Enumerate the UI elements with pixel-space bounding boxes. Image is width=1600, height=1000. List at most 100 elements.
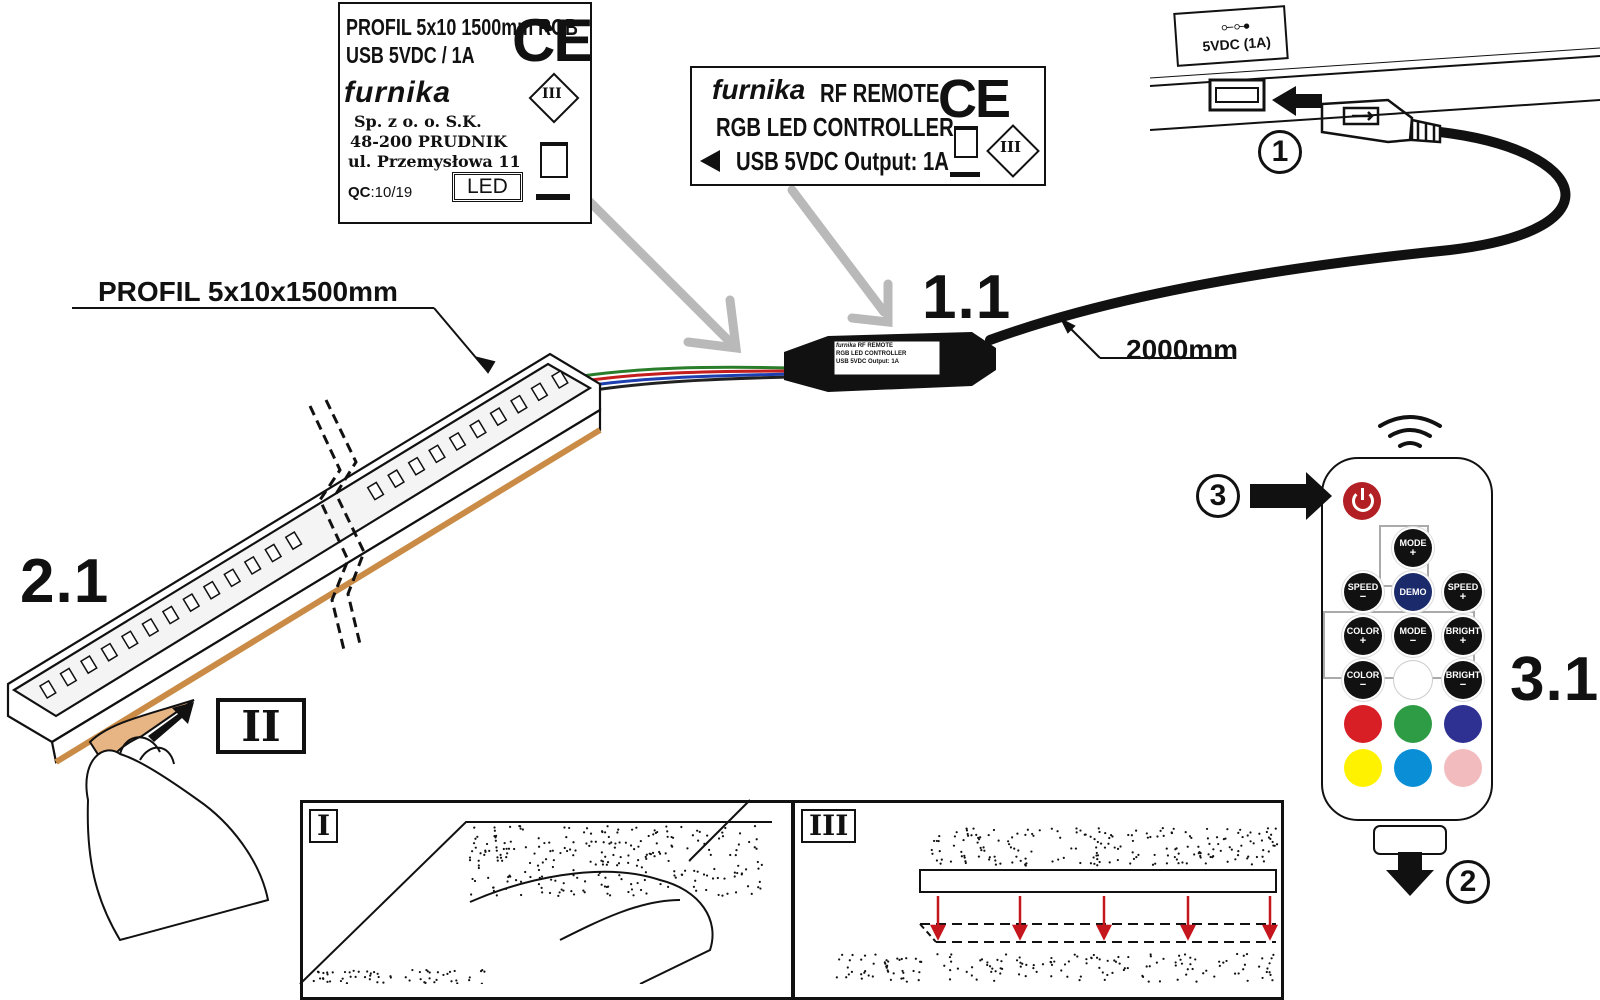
surface-speck <box>887 970 890 973</box>
surface-speck <box>658 852 662 855</box>
color-button-cyan[interactable] <box>1394 749 1432 787</box>
surface-speck <box>863 971 866 974</box>
surface-speck <box>1051 860 1054 863</box>
surface-speck <box>446 972 449 976</box>
surface-speck <box>643 878 646 882</box>
led-chip <box>489 407 508 427</box>
surface-speck <box>1180 962 1184 965</box>
surface-speck <box>570 890 573 893</box>
section-3-1: 3.1 <box>1510 645 1600 714</box>
surface-speck <box>1159 829 1162 832</box>
surface-speck <box>585 827 589 830</box>
cleaning-panel: I <box>300 800 794 1000</box>
color-button-green[interactable] <box>1394 705 1432 743</box>
surface-speck <box>1195 980 1198 983</box>
surface-speck <box>1059 836 1062 839</box>
remote-button-mode-plus[interactable]: MODE+ <box>1394 529 1432 567</box>
surface-speck <box>860 958 863 961</box>
surface-speck <box>572 893 576 896</box>
led-chip <box>182 593 201 613</box>
surface-speck <box>1245 952 1249 956</box>
surface-speck <box>1083 833 1086 836</box>
surface-speck <box>328 980 332 983</box>
color-button-blue[interactable] <box>1444 705 1482 743</box>
surface-speck <box>1092 953 1095 957</box>
surface-speck <box>372 970 376 974</box>
led-chip <box>407 456 426 476</box>
surface-speck <box>652 833 655 836</box>
surface-speck <box>507 875 510 879</box>
remote-button-bright-minus[interactable]: BRIGHT− <box>1444 661 1482 699</box>
surface-speck <box>713 867 716 871</box>
remote-button-demo[interactable]: DEMO <box>1394 573 1432 611</box>
remote-button-color-minus[interactable]: COLOR− <box>1344 661 1382 699</box>
surface-speck <box>560 888 563 891</box>
tape-step-box: II <box>216 698 306 754</box>
profile-product-label: PROFIL 5x10 1500mm RGB USB 5VDC / 1A CE … <box>338 2 593 224</box>
surface-speck <box>949 860 953 863</box>
surface-speck <box>1275 843 1279 846</box>
surface-speck <box>1226 828 1229 831</box>
remote-button-bright-plus[interactable]: BRIGHT+ <box>1444 617 1482 655</box>
surface-speck <box>1269 973 1272 976</box>
remote-button-speed-minus[interactable]: SPEED− <box>1344 573 1382 611</box>
power-button[interactable] <box>1343 482 1381 520</box>
controller-ce-mark: CE <box>938 69 1011 129</box>
mount-arrow-head <box>1095 924 1113 941</box>
surface-speck <box>589 832 593 835</box>
surface-speck <box>982 846 985 849</box>
remote-button-sign: − <box>1409 635 1417 647</box>
surface-speck <box>574 849 577 852</box>
surface-speck <box>1241 835 1244 839</box>
surface-speck <box>1185 862 1188 865</box>
surface-speck <box>496 859 499 862</box>
surface-speck <box>647 834 650 838</box>
surface-speck <box>666 830 669 833</box>
surface-speck <box>901 969 904 973</box>
surface-speck <box>705 888 708 892</box>
surface-speck <box>905 980 908 983</box>
surface-speck <box>514 878 518 882</box>
surface-speck <box>977 855 981 858</box>
surface-speck <box>667 859 670 863</box>
surface-speck <box>983 849 986 852</box>
surface-speck <box>1095 956 1099 959</box>
remote-button-color-plus[interactable]: COLOR+ <box>1344 617 1382 655</box>
color-button-pink[interactable] <box>1444 749 1482 787</box>
surface-speck <box>630 883 633 886</box>
led-chip <box>428 444 446 464</box>
surface-speck <box>1172 827 1175 830</box>
surface-speck <box>726 892 729 895</box>
color-button-white[interactable] <box>1394 661 1432 699</box>
surface-speck <box>696 870 699 873</box>
surface-speck <box>1242 954 1245 957</box>
surface-speck <box>953 835 957 838</box>
surface-speck <box>979 959 982 962</box>
surface-speck <box>963 854 966 857</box>
color-button-yellow[interactable] <box>1344 749 1382 787</box>
surface-speck <box>468 856 472 859</box>
surface-speck <box>1050 963 1054 966</box>
surface-speck <box>528 861 532 865</box>
color-button-red[interactable] <box>1344 705 1382 743</box>
remote-button-speed-plus[interactable]: SPEED+ <box>1444 573 1482 611</box>
surface-speck <box>1011 836 1014 839</box>
surface-speck <box>1270 833 1273 836</box>
surface-speck <box>698 830 701 833</box>
surface-speck <box>686 847 689 850</box>
surface-speck <box>1116 847 1120 850</box>
led-chip <box>510 394 528 414</box>
surface-speck <box>1018 956 1021 959</box>
surface-speck <box>1085 962 1088 965</box>
surface-speck <box>1178 954 1181 957</box>
surface-speck <box>1249 840 1252 843</box>
surface-speck <box>988 965 992 968</box>
surface-speck <box>1050 827 1053 830</box>
surface-speck <box>996 958 999 961</box>
surface-speck <box>502 847 505 851</box>
surface-speck <box>1197 852 1200 855</box>
surface-speck <box>950 960 953 963</box>
remote-button-mode-minus[interactable]: MODE− <box>1394 617 1432 655</box>
surface-speck <box>1247 855 1250 858</box>
surface-speck <box>418 970 421 974</box>
